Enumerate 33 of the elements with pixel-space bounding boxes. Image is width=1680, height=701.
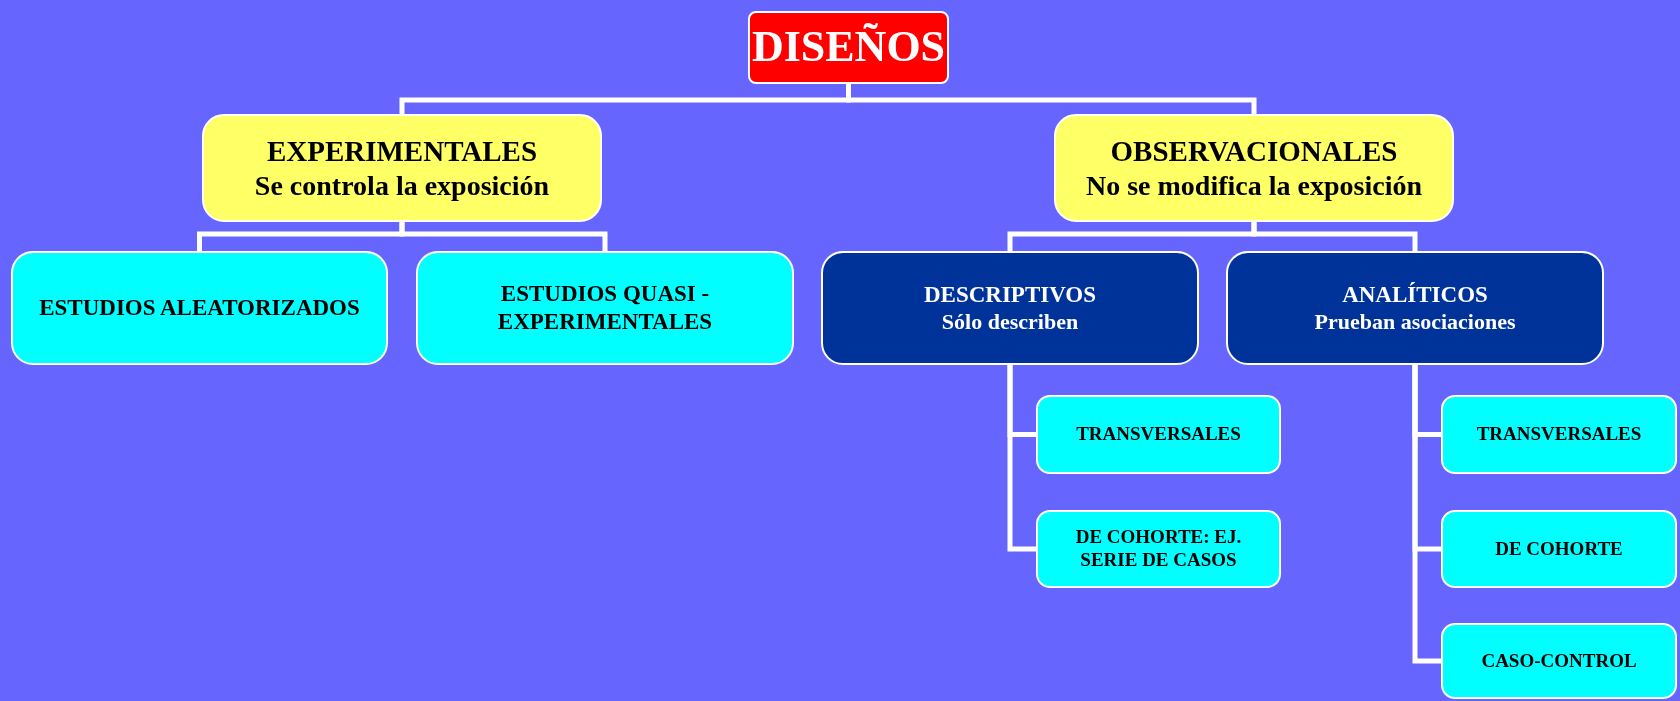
connector-line: [1412, 365, 1441, 664]
box-heading: DESCRIPTIVOS: [923, 281, 1097, 309]
category-box: [821, 251, 1199, 365]
box-heading: TRANSVERSALES: [1476, 423, 1642, 446]
box-heading: EXPERIMENTALES: [266, 133, 538, 169]
box-heading: OBSERVACIONALES: [1110, 133, 1398, 169]
category-box: [748, 11, 949, 84]
box-heading: DISEÑOS: [751, 21, 946, 74]
category-box: [202, 114, 602, 222]
category-box: [1036, 395, 1281, 474]
box-heading: TRANSVERSALES: [1076, 423, 1241, 446]
box-subtitle: No se modifica la exposición: [1086, 168, 1422, 203]
category-box: [1036, 510, 1281, 588]
box-heading: ESTUDIOS QUASI -EXPERIMENTALES: [496, 280, 714, 336]
box-heading: DE COHORTE: EJ. SERIE DE CASOS: [1074, 526, 1243, 572]
connector-line: [399, 222, 608, 251]
connector-line: [1007, 365, 1036, 552]
category-box: [1054, 114, 1454, 222]
connector-line: [846, 84, 1257, 114]
box-heading: ESTUDIOS ALEATORIZADOS: [39, 294, 360, 322]
box-subtitle: Prueban asociaciones: [1314, 308, 1516, 335]
box-subtitle: Se controla la exposición: [254, 168, 550, 203]
category-box: [1441, 395, 1677, 474]
box-heading: DE COHORTE: [1495, 537, 1623, 561]
box-subtitle: Sólo describen: [941, 308, 1079, 335]
connector-line: [1251, 222, 1418, 251]
category-box: [11, 251, 388, 365]
category-box: [1226, 251, 1604, 365]
box-heading: CASO-CONTROL: [1481, 649, 1637, 673]
category-box: [1441, 623, 1677, 699]
box-heading: ANALÍTICOS: [1342, 281, 1488, 309]
category-box: [416, 251, 794, 365]
category-box: [1441, 510, 1677, 588]
